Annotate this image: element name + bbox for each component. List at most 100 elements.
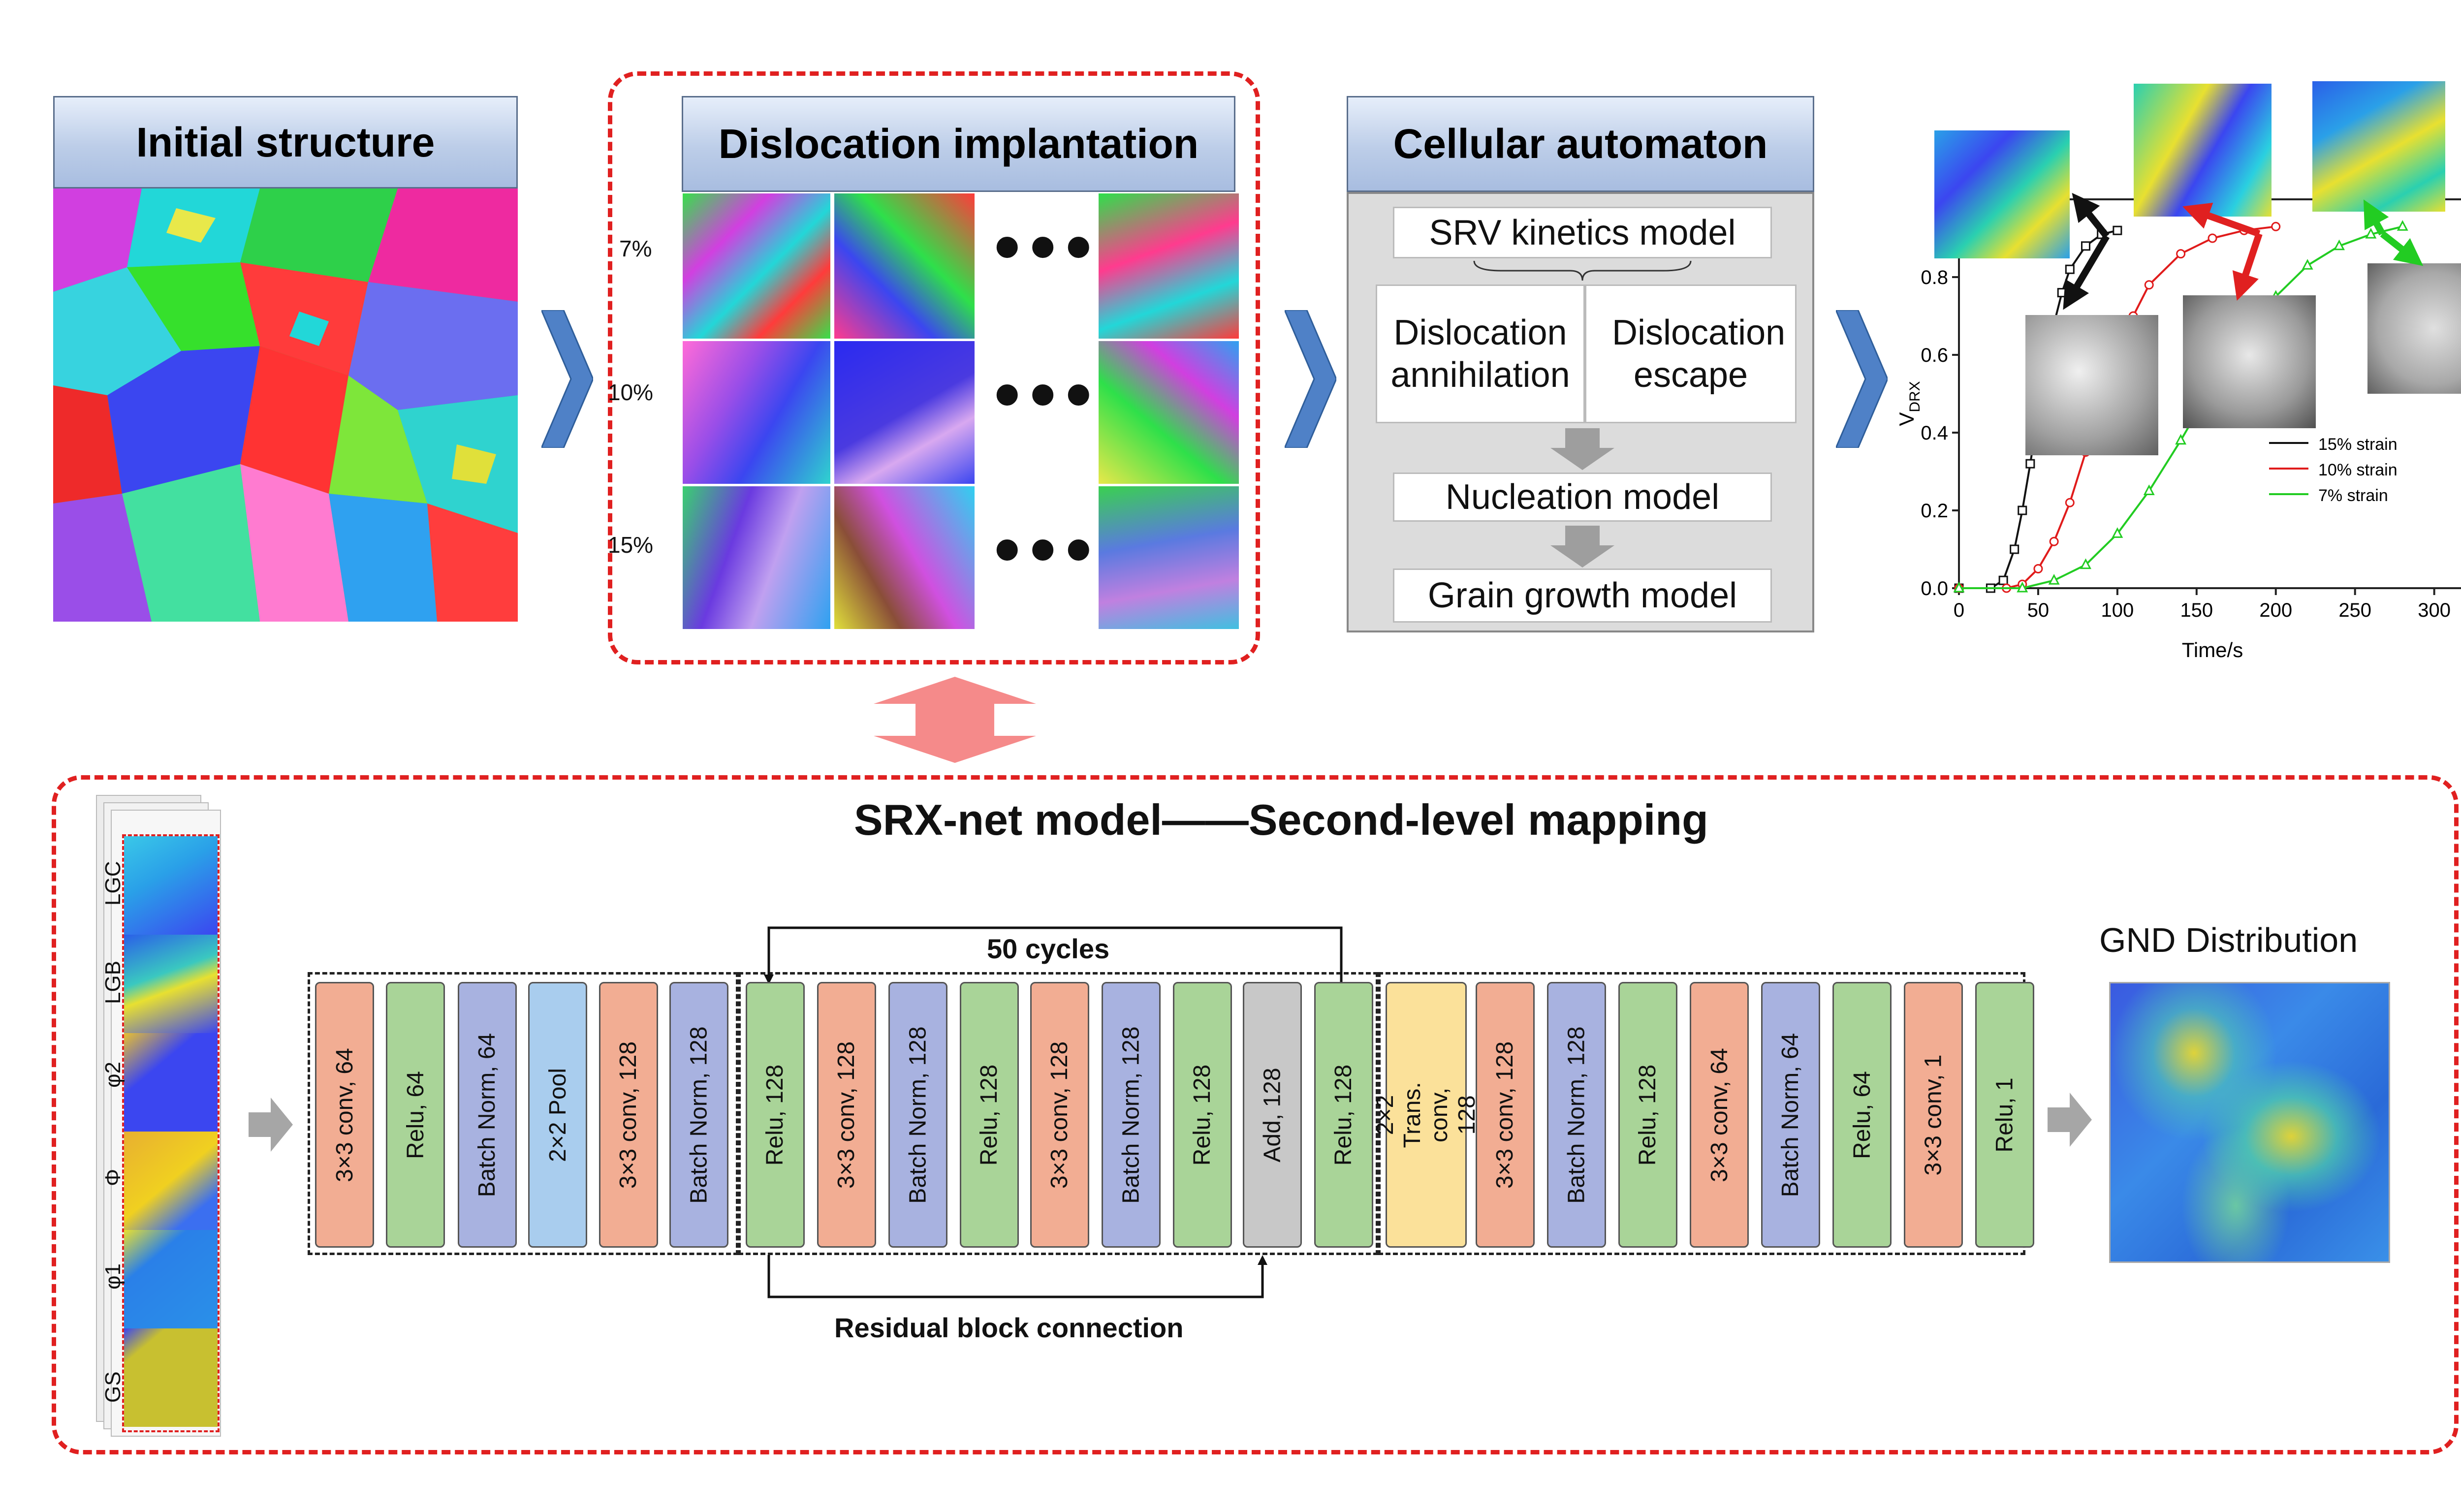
legend-label-2: 7% strain <box>2318 486 2388 505</box>
y-tick-label: 0.6 <box>1921 345 1948 366</box>
layer-14: Add, 128 <box>1243 982 1302 1248</box>
layer-18: Batch Norm, 128 <box>1547 982 1606 1248</box>
grain-map-inset-7 <box>2312 81 2445 212</box>
cycle-loop <box>764 926 1343 1298</box>
layer-7: Relu, 128 <box>746 982 805 1248</box>
ebsd-tile-15-2 <box>834 486 975 629</box>
ellipsis-row-7: ••• <box>994 205 1102 287</box>
layer-21: Batch Norm, 64 <box>1761 982 1820 1248</box>
layer-label: 3×3 conv, 64 <box>331 1047 358 1182</box>
layer-label: Batch Norm, 128 <box>686 1026 712 1204</box>
output-title: GND Distribution <box>2099 921 2358 959</box>
grain-map-inset-15 <box>1934 130 2070 258</box>
cellular-automaton-header: Cellular automaton <box>1347 96 1814 192</box>
dislocation-implantation-title: Dislocation implantation <box>718 121 1199 167</box>
input-arrow <box>249 1098 293 1152</box>
initial-structure-ebsd-map <box>53 189 518 622</box>
arrow-chevron-2 <box>1285 310 1336 448</box>
data-point <box>2302 259 2313 270</box>
dislocation-implantation-header: Dislocation implantation <box>682 96 1235 192</box>
bidirectional-arrow <box>874 677 1036 763</box>
grain-map-inset-10 <box>2134 84 2272 217</box>
ebsd-tile-10-3 <box>1099 341 1239 484</box>
layer-4: 2×2 Pool <box>528 982 587 1248</box>
layer-label: 3×3 conv, 128 <box>833 1041 860 1189</box>
x-tick-label: 50 <box>2027 599 2050 621</box>
residual-label: Residual block connection <box>834 1312 1184 1343</box>
layer-24: Relu, 1 <box>1975 982 2034 1248</box>
layer-3: Batch Norm, 64 <box>458 982 517 1248</box>
layer-20: 3×3 conv, 64 <box>1690 982 1749 1248</box>
down-arrow-1 <box>1550 428 1614 470</box>
ebsd-tile-7-1 <box>683 193 830 339</box>
ebsd-tile-7-2 <box>834 193 975 339</box>
layer-label: Batch Norm, 64 <box>474 1033 501 1197</box>
layer-label: 2×2 Trans. conv, 128 <box>1372 1081 1480 1148</box>
data-point <box>2397 220 2408 231</box>
input-map-lgb <box>124 935 218 1033</box>
layer-label: Relu, 128 <box>762 1064 789 1166</box>
strain-label-7: 7% <box>619 236 652 261</box>
layer-17: 3×3 conv, 128 <box>1476 982 1535 1248</box>
cycles-label: 50 cycles <box>987 933 1110 964</box>
layer-label: Add, 128 <box>1259 1067 1286 1163</box>
srx-net-title: SRX-net model——Second-level mapping <box>854 795 1708 844</box>
input-label-phi1: φ1 <box>101 1263 125 1290</box>
data-point <box>2143 484 2155 495</box>
initial-structure-title: Initial structure <box>136 119 435 165</box>
data-point <box>2271 221 2281 231</box>
output-arrow <box>2048 1093 2092 1147</box>
data-point <box>2081 241 2090 251</box>
inset-arrows <box>2063 192 2424 310</box>
layer-label: Relu, 128 <box>1330 1064 1357 1166</box>
layer-10: Relu, 128 <box>960 982 1019 1248</box>
input-maps <box>122 834 220 1432</box>
ellipsis-row-10: ••• <box>994 352 1102 435</box>
input-label-phi: Φ <box>101 1168 125 1186</box>
dislocation-escape-box: Dislocation escape <box>1585 284 1797 423</box>
ebsd-tile-15-1 <box>683 486 830 629</box>
ebsd-tile-10-2 <box>834 341 975 484</box>
data-point <box>2049 536 2059 546</box>
layer-9: Batch Norm, 128 <box>888 982 947 1248</box>
layer-1: 3×3 conv, 64 <box>315 982 374 1248</box>
layer-12: Batch Norm, 128 <box>1102 982 1161 1248</box>
layer-13: Relu, 128 <box>1173 982 1232 1248</box>
ebsd-tile-10-1 <box>683 341 830 484</box>
gnd-distribution-map <box>2109 982 2390 1263</box>
x-tick-label: 150 <box>2180 599 2213 621</box>
layer-label: 2×2 Pool <box>544 1068 571 1162</box>
nucleation-model-box: Nucleation model <box>1393 472 1772 522</box>
data-point <box>2018 505 2027 515</box>
layer-label: Relu, 128 <box>976 1064 1003 1166</box>
srv-kinetics-model-box: SRV kinetics model <box>1393 207 1772 258</box>
layer-label: 3×3 conv, 128 <box>1492 1041 1518 1189</box>
strain-label-15: 15% <box>608 532 654 558</box>
layer-label: 3×3 conv, 64 <box>1706 1047 1733 1182</box>
layer-label: Batch Norm, 128 <box>1563 1026 1590 1204</box>
input-label-lgb: LGB <box>101 960 125 1004</box>
x-tick-label: 200 <box>2259 599 2292 621</box>
grain-growth-model-box: Grain growth model <box>1393 568 1772 623</box>
ebsd-tile-7-3 <box>1099 193 1239 339</box>
ellipsis-row-15: ••• <box>994 507 1102 590</box>
layer-label: Relu, 64 <box>1849 1071 1875 1159</box>
input-map-phi2 <box>124 1033 218 1132</box>
layer-23: 3×3 conv, 1 <box>1904 982 1963 1248</box>
layer-label: 3×3 conv, 128 <box>1046 1041 1073 1189</box>
dislocation-implantation-frame <box>608 71 1260 664</box>
arrow-chevron-1 <box>541 310 593 448</box>
down-arrow-2 <box>1550 526 1614 567</box>
data-point <box>1998 575 2008 585</box>
layer-19: Relu, 128 <box>1618 982 1677 1248</box>
layer-label: 3×3 conv, 1 <box>1920 1054 1947 1175</box>
data-point <box>2048 573 2060 585</box>
dislocation-annihilation-box: Dislocation annihilation <box>1376 284 1585 423</box>
layer-label: Batch Norm, 64 <box>1777 1033 1804 1197</box>
input-map-lgc <box>124 836 218 935</box>
residual-group <box>738 972 1378 1255</box>
layer-label: Batch Norm, 128 <box>905 1026 931 1204</box>
data-point <box>1953 581 1965 593</box>
data-point <box>2334 239 2345 251</box>
